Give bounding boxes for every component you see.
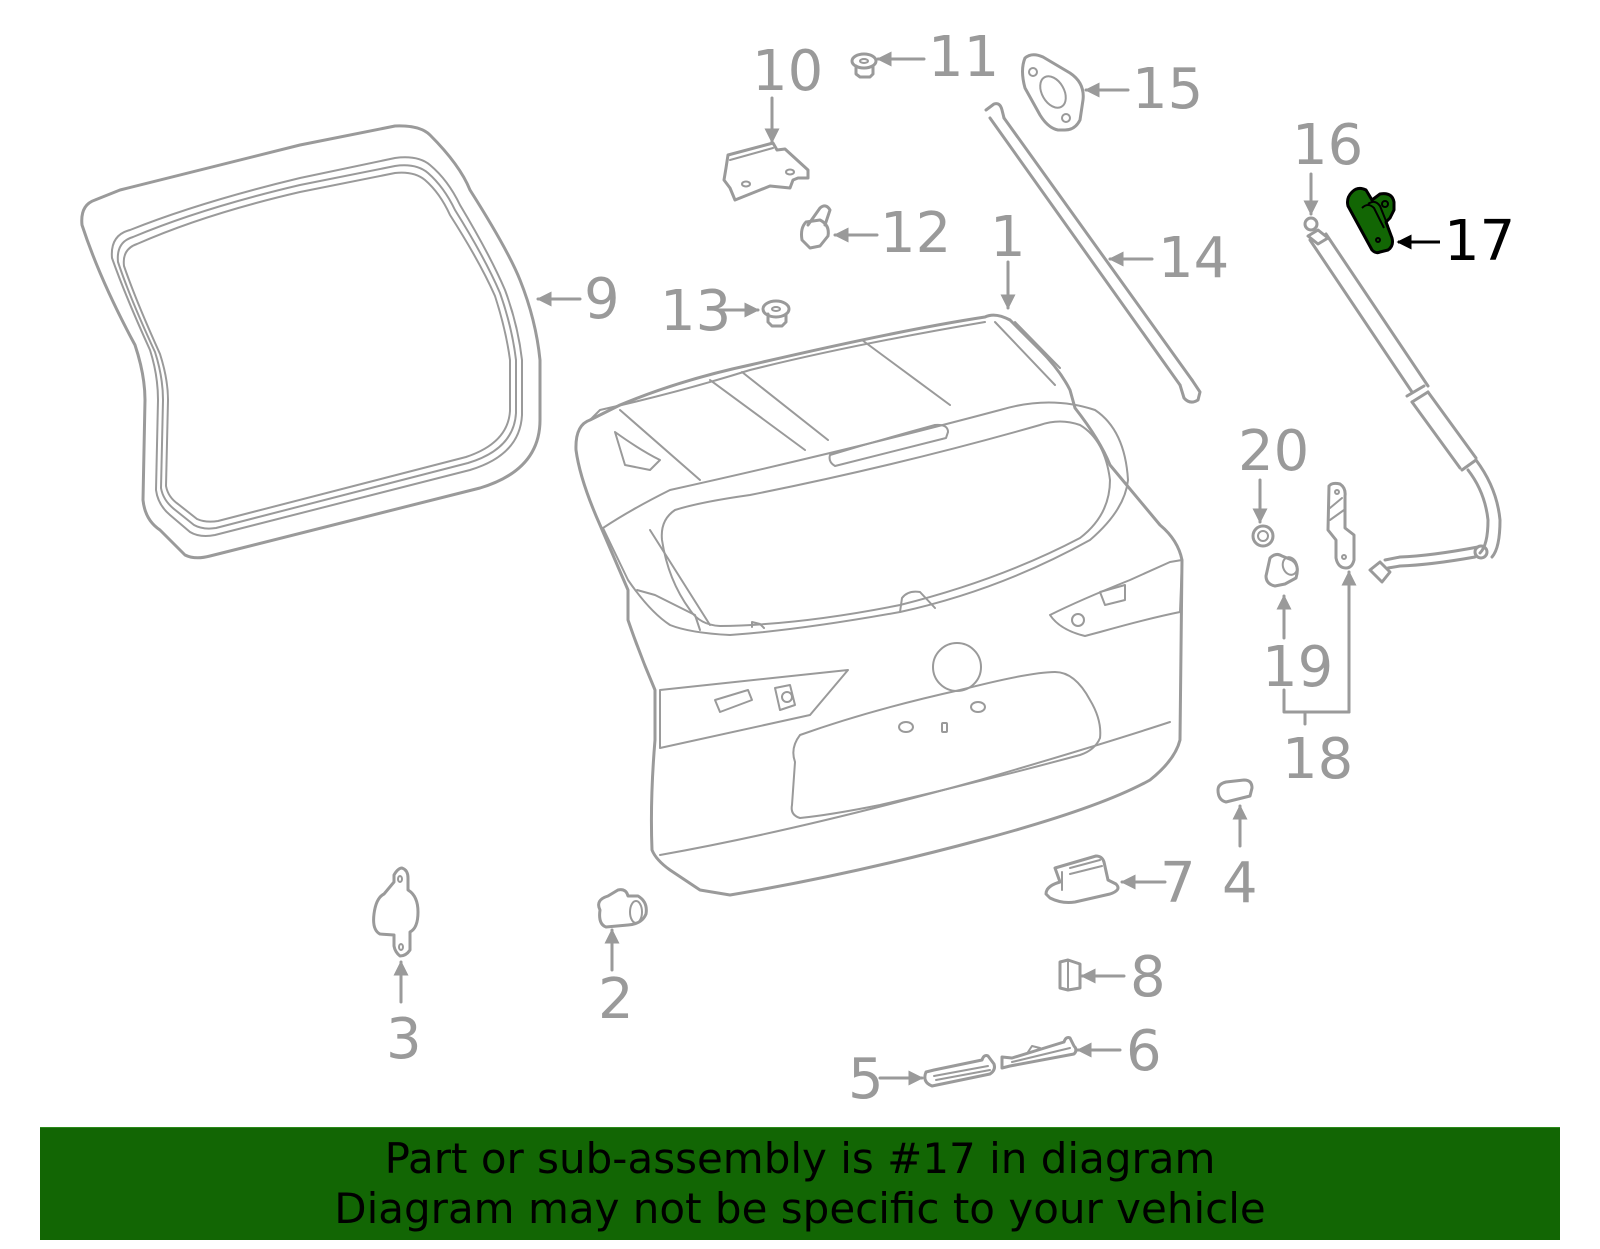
part-20-washer[interactable]: 20 [1238, 419, 1309, 548]
part-18-assembly[interactable]: 19 18 [1262, 481, 1357, 792]
callout-10: 10 [752, 39, 823, 104]
callout-13: 13 [660, 279, 731, 344]
callout-5: 5 [848, 1047, 884, 1112]
callout-12: 12 [880, 201, 951, 266]
callout-9: 9 [584, 267, 620, 332]
part-16-power-strut[interactable]: 16 [1292, 113, 1502, 584]
part-14-lift-strut[interactable]: 14 [984, 102, 1229, 404]
callout-17: 17 [1444, 209, 1515, 274]
callout-2: 2 [598, 967, 634, 1032]
part-3-striker-cushion[interactable]: 3 [372, 866, 422, 1072]
callout-16: 16 [1292, 113, 1363, 178]
callout-3: 3 [386, 1007, 422, 1072]
part-4-cushion[interactable]: 4 [1216, 778, 1258, 916]
part-9-weatherstrip[interactable]: 9 [80, 124, 620, 560]
part-2-bumper-cushion[interactable]: 2 [597, 888, 648, 1032]
part-6-clip[interactable]: 6 [1000, 1019, 1162, 1084]
callout-8: 8 [1130, 945, 1166, 1010]
banner-line-disclaimer: Diagram may not be specific to your vehi… [334, 1184, 1266, 1233]
part-15-gasket[interactable]: 15 [1021, 53, 1204, 132]
callout-6: 6 [1126, 1019, 1162, 1084]
part-5-clip[interactable]: 5 [848, 1047, 996, 1112]
part-12-bolt[interactable]: 12 [800, 201, 952, 266]
callout-14: 14 [1158, 226, 1229, 291]
part-1-back-door[interactable]: 1 [574, 205, 1184, 897]
callout-1: 1 [990, 205, 1026, 270]
info-banner: Part or sub-assembly is #17 in diagram D… [40, 1127, 1560, 1240]
callout-4: 4 [1222, 851, 1258, 916]
part-13-nut[interactable]: 13 [660, 279, 791, 344]
part-17-highlighted[interactable]: 17 [1346, 186, 1516, 274]
part-11-nut[interactable]: 11 [850, 25, 999, 90]
callout-18: 18 [1282, 727, 1353, 792]
callout-7: 7 [1160, 851, 1196, 916]
banner-line-part-number: Part or sub-assembly is #17 in diagram [384, 1134, 1216, 1183]
part-7-switch-bracket[interactable]: 7 [1044, 851, 1196, 916]
part-10-bracket[interactable]: 10 [722, 39, 823, 202]
callout-15: 15 [1132, 57, 1203, 122]
callout-19: 19 [1262, 635, 1333, 700]
part-19-stopper[interactable] [1264, 552, 1300, 640]
callout-11: 11 [928, 25, 999, 90]
part-8-grommet[interactable]: 8 [1058, 945, 1166, 1010]
callout-20: 20 [1238, 419, 1309, 484]
